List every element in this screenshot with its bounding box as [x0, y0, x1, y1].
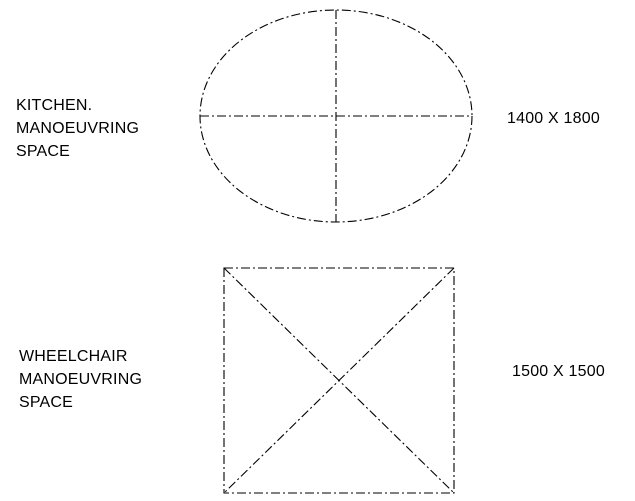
- kitchen-label-line-3: SPACE: [16, 143, 71, 160]
- wheelchair-diagonal-2: [223, 267, 455, 494]
- kitchen-label-line-1: KITCHEN.: [16, 97, 93, 114]
- wheelchair-manoeuvring-space-symbol: [223, 267, 455, 494]
- wheelchair-square: [223, 267, 455, 494]
- kitchen-manoeuvring-space-label: KITCHEN. MANOEUVRING SPACE: [16, 94, 139, 163]
- kitchen-label-line-2: MANOEUVRING: [16, 120, 140, 137]
- wheelchair-label-line-1: WHEELCHAIR: [19, 348, 128, 365]
- wheelchair-dimensions-label: 1500 X 1500: [512, 360, 605, 383]
- wheelchair-label-line-2: MANOEUVRING: [19, 371, 143, 388]
- kitchen-manoeuvring-space-symbol: [199, 9, 473, 223]
- wheelchair-label-line-3: SPACE: [19, 394, 74, 411]
- wheelchair-manoeuvring-space-label: WHEELCHAIR MANOEUVRING SPACE: [19, 345, 142, 414]
- kitchen-dimensions-label: 1400 X 1800: [507, 107, 600, 130]
- wheelchair-dimensions-text: 1500 X 1500: [512, 363, 605, 380]
- kitchen-dimensions-text: 1400 X 1800: [507, 110, 600, 127]
